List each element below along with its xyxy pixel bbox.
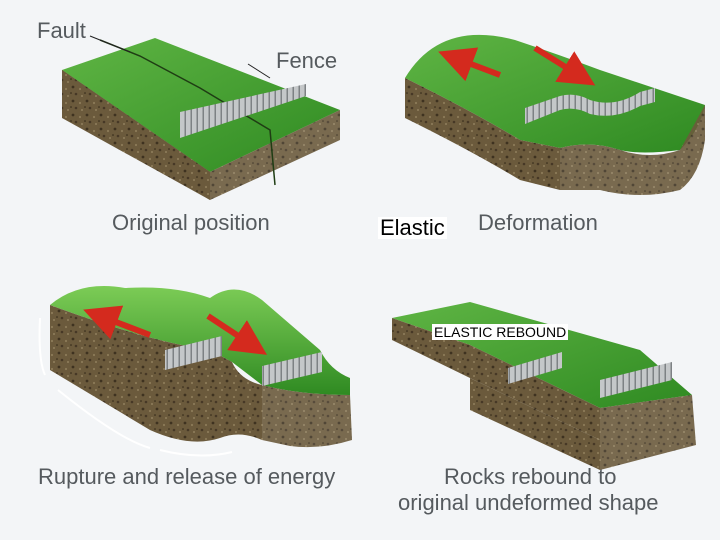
caption-original-position: Original position (112, 212, 270, 234)
panel-deformation (405, 35, 705, 195)
caption-deformation: Deformation (478, 212, 598, 234)
elastic-rebound-overlay: ELASTIC REBOUND (432, 324, 568, 340)
caption-rupture: Rupture and release of energy (38, 466, 335, 488)
fence-label: Fence (276, 50, 337, 72)
soil-step-face (600, 395, 696, 470)
caption-rebound-line2: original undeformed shape (398, 492, 659, 514)
caption-rebound-line1: Rocks rebound to (444, 466, 616, 488)
caption-elastic-overlay: Elastic (378, 217, 447, 239)
panel-rupture (40, 286, 352, 455)
fault-label: Fault (37, 20, 86, 42)
